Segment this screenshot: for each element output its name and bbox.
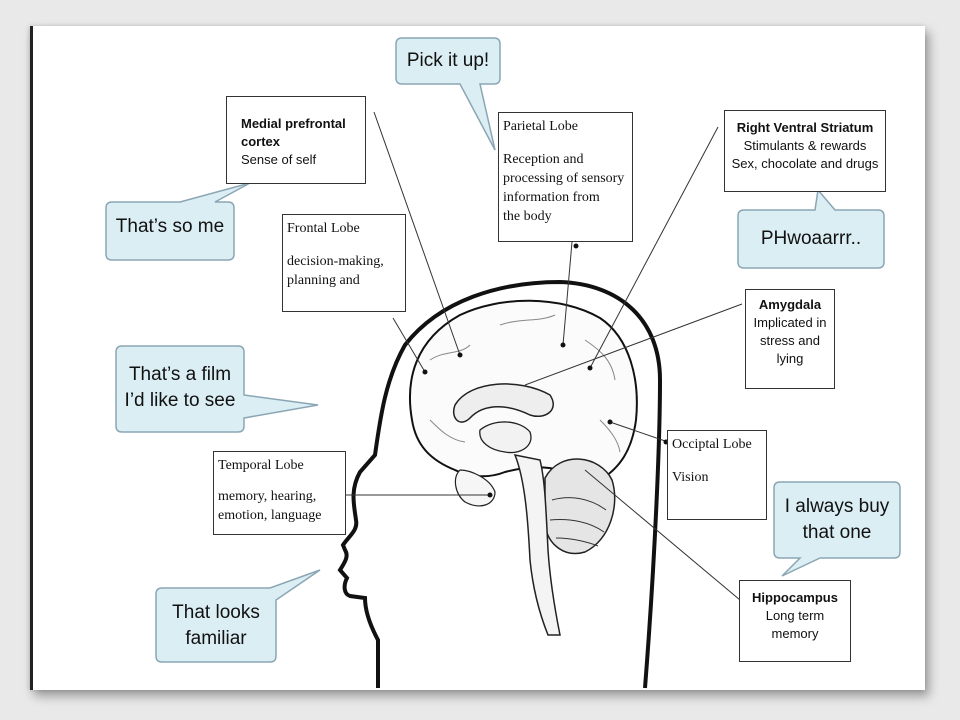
hippocampus-desc-2: memory <box>771 626 819 641</box>
brain-stem <box>513 453 561 636</box>
bubble-phwoar <box>737 188 885 269</box>
box-parietal-lobe: Parietal Lobe Reception and processing o… <box>498 112 633 242</box>
mpfc-desc: Sense of self <box>241 152 317 167</box>
bubble-familiar-line-2: familiar <box>185 628 247 649</box>
occipital-desc: Vision <box>672 470 709 485</box>
cerebellum <box>544 458 616 555</box>
amygdala-title: Amygdala <box>758 297 822 312</box>
parietal-desc-3: information from <box>503 190 600 205</box>
bubble-film-text: That’s a film I’d like to see <box>116 362 244 414</box>
occipital-title: Occiptal Lobe <box>672 437 752 452</box>
box-temporal-lobe: Temporal Lobe memory, hearing, emotion, … <box>213 451 346 535</box>
bubble-film-line-2: I’d like to see <box>124 390 236 411</box>
box-occipital-lobe: Occiptal Lobe Vision <box>667 430 767 520</box>
box-right-ventral-striatum: Right Ventral Striatum Stimulants & rewa… <box>724 110 886 192</box>
bubble-phwoar-text: PHwoaarrr.. <box>760 228 862 249</box>
temporal-title: Temporal Lobe <box>218 458 304 473</box>
frontal-desc-2: planning and <box>287 273 360 288</box>
temporal-desc-2: emotion, language <box>218 508 322 523</box>
amygdala-desc-2: stress and <box>760 333 820 348</box>
bubble-film <box>115 345 319 433</box>
box-hippocampus: Hippocampus Long term memory <box>739 580 851 662</box>
leader-lines <box>345 111 743 601</box>
bubble-buy-text: I always buy that one <box>774 494 900 546</box>
bubble-buy <box>773 481 901 577</box>
thalamus <box>479 421 532 454</box>
mpfc-title-2: cortex <box>241 134 281 149</box>
head-outline <box>337 279 663 689</box>
amygdala-desc-3: lying <box>776 351 804 366</box>
bubble-familiar-text: That looks familiar <box>156 600 276 652</box>
box-medial-prefrontal-cortex: Medial prefrontal cortex Sense of self <box>226 96 366 184</box>
hippocampus-title: Hippocampus <box>752 590 838 605</box>
speech-bubbles <box>105 37 901 663</box>
bubble-buy-line-2: that one <box>802 522 872 543</box>
amygdala-desc-1: Implicated in <box>753 315 827 330</box>
parietal-title: Parietal Lobe <box>503 119 579 134</box>
bubble-familiar <box>155 569 321 663</box>
box-frontal-lobe: Frontal Lobe decision-making, planning a… <box>282 214 406 312</box>
bubble-buy-line-1: I always buy <box>784 496 890 517</box>
bubble-familiar-line-1: That looks <box>172 602 260 623</box>
mpfc-title-1: Medial prefrontal <box>241 116 346 131</box>
bubble-so-me-text: That’s so me <box>115 216 225 237</box>
hippocampus-desc-1: Long term <box>765 608 825 623</box>
frontal-title: Frontal Lobe <box>287 221 360 236</box>
parietal-desc-2: processing of sensory <box>503 171 625 186</box>
bubble-pick-it-up <box>395 37 501 151</box>
bubble-film-line-1: That’s a film <box>128 364 232 385</box>
bubble-pick-text: Pick it up! <box>406 50 490 71</box>
corpus-callosum <box>453 383 554 423</box>
parietal-desc-4: the body <box>503 209 552 224</box>
striatum-desc-2: Sex, chocolate and drugs <box>731 156 879 171</box>
frontal-desc-1: decision-making, <box>287 254 384 269</box>
parietal-desc-1: Reception and <box>503 152 584 167</box>
bubble-so-me <box>105 182 251 261</box>
box-amygdala: Amygdala Implicated in stress and lying <box>745 289 835 389</box>
striatum-desc-1: Stimulants & rewards <box>743 138 867 153</box>
striatum-title: Right Ventral Striatum <box>736 120 874 135</box>
temporal-desc-1: memory, hearing, <box>218 489 317 504</box>
